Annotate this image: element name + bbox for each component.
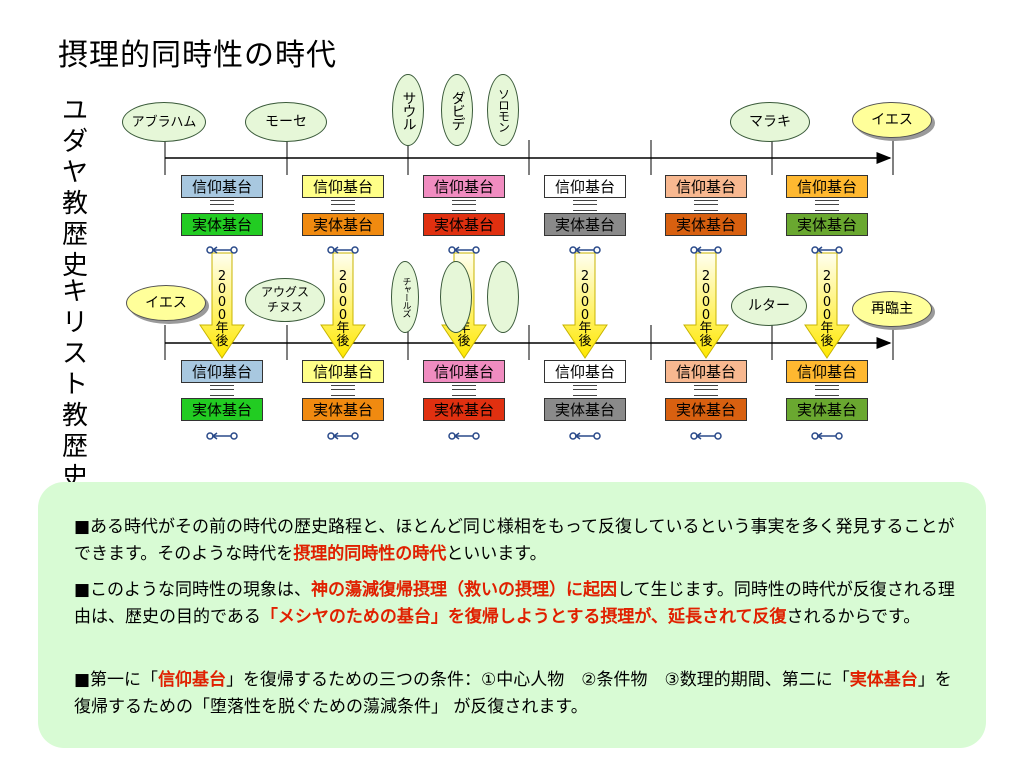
faith-foundation-box: 信仰基台 — [665, 175, 747, 198]
faith-foundation-box: 信仰基台 — [423, 175, 505, 198]
equivalence-mark — [815, 385, 839, 396]
judaism-history-label: ユ ダ ヤ 教 歴 史 — [61, 96, 88, 281]
arrow-label-5: 2 0 0 0 年 後 — [699, 269, 713, 349]
oval-david: ダビデ — [441, 74, 473, 146]
oval-solomon: ソロモン — [487, 74, 519, 146]
oval-abraham: アブラハム — [122, 102, 206, 142]
arrow-label-2: 2 0 0 0 年 後 — [336, 269, 350, 349]
equivalence-mark — [694, 200, 718, 211]
substance-foundation-box: 実体基台 — [181, 213, 263, 236]
equivalence-mark — [573, 200, 597, 211]
oval-blank-1 — [440, 261, 472, 333]
arrow-2000-1 — [199, 252, 245, 359]
faith-foundation-box: 信仰基台 — [544, 360, 626, 383]
substance-foundation-box: 実体基台 — [302, 398, 384, 421]
equivalence-mark — [694, 385, 718, 396]
faith-foundation-box: 信仰基台 — [544, 175, 626, 198]
faith-foundation-box: 信仰基台 — [786, 360, 868, 383]
arrow-label-6: 2 0 0 0 年 後 — [820, 269, 834, 349]
equivalence-mark — [331, 385, 355, 396]
arrow-2000-5 — [683, 252, 729, 359]
paragraph-2: ■このような同時性の現象は、神の蕩減復帰摂理（救いの摂理）に起因して生じます。同… — [74, 580, 955, 627]
substance-foundation-box: 実体基台 — [786, 398, 868, 421]
substance-foundation-box: 実体基台 — [423, 398, 505, 421]
oval-charles: チャールズ — [391, 261, 419, 333]
substance-foundation-box: 実体基台 — [302, 213, 384, 236]
substance-foundation-box: 実体基台 — [423, 213, 505, 236]
substance-foundation-box: 実体基台 — [181, 398, 263, 421]
arrow-label-1: 2 0 0 0 年 後 — [215, 269, 229, 349]
substance-foundation-box: 実体基台 — [544, 398, 626, 421]
faith-foundation-box: 信仰基台 — [302, 175, 384, 198]
equivalence-mark — [210, 385, 234, 396]
equivalence-mark — [452, 385, 476, 396]
faith-foundation-box: 信仰基台 — [181, 175, 263, 198]
paragraph-3: ■第一に「信仰基台」を復帰するための三つの条件：①中心人物 ②条件物 ③数理的期… — [74, 670, 952, 717]
arrow-2000-6 — [804, 252, 850, 359]
oval-second-coming: 再臨主 — [852, 291, 932, 327]
faith-foundation-box: 信仰基台 — [786, 175, 868, 198]
substance-foundation-box: 実体基台 — [544, 213, 626, 236]
timeline-lines — [164, 120, 894, 440]
equivalence-mark — [573, 385, 597, 396]
substance-foundation-box: 実体基台 — [786, 213, 868, 236]
faith-foundation-box: 信仰基台 — [181, 360, 263, 383]
substance-foundation-box: 実体基台 — [665, 213, 747, 236]
link-icons — [206, 246, 843, 440]
arrow-label-4: 2 0 0 0 年 後 — [578, 269, 592, 349]
page-title: 摂理的同時性の時代 — [58, 38, 337, 73]
oval-moses: モーセ — [245, 102, 327, 142]
oval-saul: サウル — [392, 74, 424, 146]
equivalence-mark — [331, 200, 355, 211]
substance-foundation-box: 実体基台 — [665, 398, 747, 421]
arrow-2000-2 — [320, 252, 366, 359]
faith-foundation-box: 信仰基台 — [423, 360, 505, 383]
oval-luther: ルター — [731, 286, 807, 326]
oval-augustine: アウグス チヌス — [245, 278, 325, 322]
arrow-2000-4 — [562, 252, 608, 359]
oval-jesus-top: イエス — [852, 102, 932, 138]
equivalence-mark — [210, 200, 234, 211]
faith-foundation-box: 信仰基台 — [302, 360, 384, 383]
equivalence-mark — [452, 200, 476, 211]
faith-foundation-box: 信仰基台 — [665, 360, 747, 383]
oval-blank-2 — [487, 261, 519, 333]
oval-jesus-bottom: イエス — [126, 285, 206, 321]
equivalence-mark — [815, 200, 839, 211]
paragraph-1: ■ある時代がその前の時代の歴史路程と、ほとんど同じ様相をもって反復しているという… — [74, 517, 955, 564]
description-panel — [38, 482, 986, 748]
oval-malachi: マラキ — [730, 102, 810, 142]
